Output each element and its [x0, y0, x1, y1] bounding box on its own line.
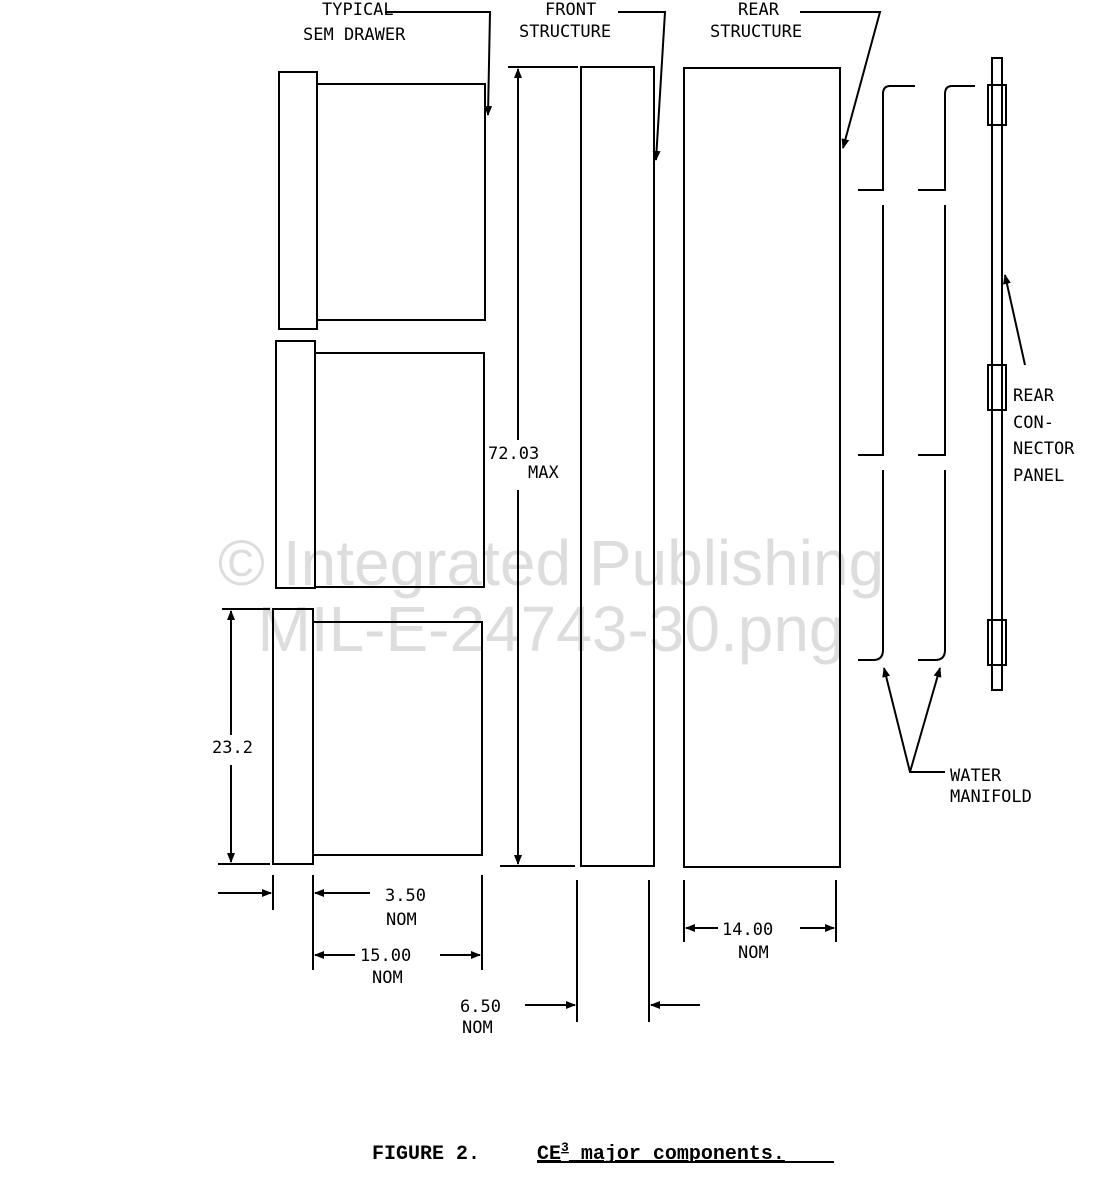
label-front-structure: STRUCTURE	[519, 22, 611, 42]
drawer-height-dimension	[218, 608, 270, 865]
label-typical: TYPICAL	[322, 0, 394, 20]
water-manifold-2	[918, 85, 975, 661]
water-manifold-1	[858, 85, 915, 661]
label-manifold: MANIFOLD	[950, 787, 1032, 807]
figure-caption: FIGURE 2. CE3 major components.	[372, 1140, 834, 1166]
dim-front-struct-note: NOM	[462, 1018, 493, 1038]
dim-drawer-depth-value: 15.00	[360, 946, 411, 966]
dim-drawer-front-note: NOM	[386, 910, 417, 930]
label-water: WATER	[950, 766, 1002, 786]
dim-height-value: 72.03	[488, 444, 539, 464]
label-connector-1: REAR	[1013, 386, 1055, 406]
dim-drawer-height: 23.2	[212, 738, 253, 758]
caption-prefix: FIGURE 2.	[372, 1143, 480, 1166]
caption-rest: major components.	[569, 1143, 785, 1166]
horizontal-dimensions	[218, 875, 837, 1022]
label-connector-2: CON-	[1013, 413, 1054, 433]
leader-front-structure	[618, 11, 667, 161]
front-structure	[580, 66, 655, 867]
leader-sem-drawer	[385, 11, 493, 116]
leader-rear-structure	[800, 11, 882, 149]
label-front: FRONT	[545, 0, 596, 20]
rear-structure	[683, 67, 841, 868]
label-rear-structure: STRUCTURE	[710, 22, 802, 42]
leader-connector-panel	[1003, 274, 1026, 366]
watermark-line-2: MIL-E-24743-30.png	[257, 593, 844, 665]
label-sem-drawer: SEM DRAWER	[303, 25, 406, 45]
sem-drawer-2	[275, 340, 485, 589]
caption-sup: 3	[561, 1140, 569, 1155]
dim-rear-struct-value: 14.00	[722, 920, 773, 940]
label-connector-3: NECTOR	[1013, 439, 1075, 459]
label-rear: REAR	[738, 0, 780, 20]
dim-height-note: MAX	[528, 463, 559, 483]
watermark-line-1: © Integrated Publishing	[218, 527, 884, 599]
dim-drawer-depth-note: NOM	[372, 968, 403, 988]
caption-title: CE3 major components.	[537, 1140, 785, 1166]
sem-drawer-1	[278, 71, 486, 330]
leader-water-manifold-2	[909, 667, 942, 773]
caption-ce: CE	[537, 1143, 561, 1166]
sem-drawer-3	[272, 608, 483, 865]
dim-front-struct-value: 6.50	[460, 997, 501, 1017]
label-connector-4: PANEL	[1013, 466, 1064, 486]
rear-connector-panel	[987, 57, 1007, 691]
height-dimension	[500, 66, 578, 867]
dim-drawer-front-value: 3.50	[385, 886, 426, 906]
dim-rear-struct-note: NOM	[738, 943, 769, 963]
